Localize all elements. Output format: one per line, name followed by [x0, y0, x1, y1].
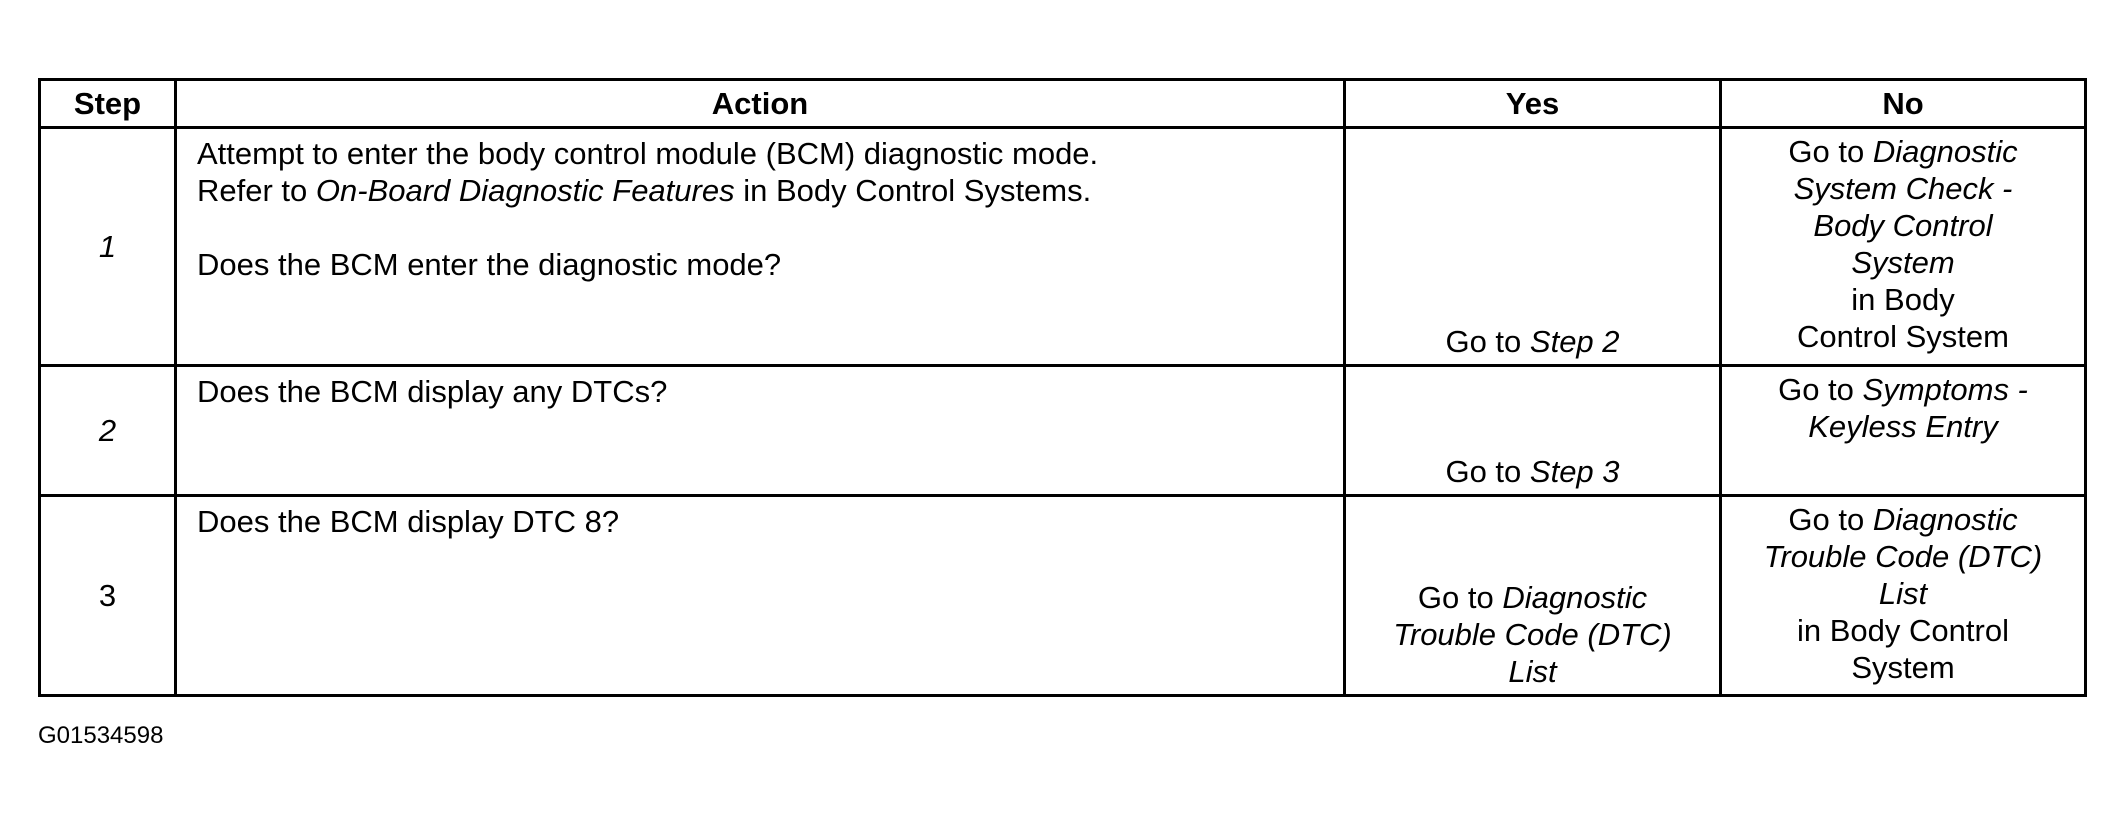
action-reference: Refer to On-Board Diagnostic Features in…: [197, 172, 1329, 209]
yes-cell: Go to Step 2: [1343, 126, 1722, 367]
no-text: System: [1851, 650, 1955, 685]
header-step: Step: [38, 78, 177, 129]
spacer: [197, 209, 1329, 246]
header-yes: Yes: [1343, 78, 1722, 129]
table-row: 3 Does the BCM display DTC 8? Go to Diag…: [38, 494, 2087, 697]
header-no: No: [1719, 78, 2087, 129]
yes-text: Go to: [1445, 454, 1530, 489]
no-line: Go to Diagnostic: [1726, 133, 2080, 170]
no-line: Go to Diagnostic: [1726, 501, 2080, 538]
no-link: Trouble Code (DTC): [1763, 539, 2043, 574]
no-text: in Body Control: [1797, 613, 2009, 648]
table-row: 1 Attempt to enter the body control modu…: [38, 126, 2087, 367]
no-cell: Go to Diagnostic Trouble Code (DTC) List…: [1719, 494, 2087, 697]
no-link: System Check -: [1793, 171, 2013, 206]
yes-link: Trouble Code (DTC): [1393, 617, 1672, 652]
no-text: Go to: [1788, 134, 1873, 169]
action-text-part: Refer to: [197, 173, 316, 208]
no-text: Go to: [1778, 372, 1863, 407]
step-number: 2: [98, 413, 117, 448]
yes-link: Diagnostic: [1502, 580, 1648, 615]
action-cell: Does the BCM display DTC 8?: [174, 494, 1346, 697]
no-link: Body Control: [1813, 208, 1993, 243]
no-text: Control System: [1797, 319, 2009, 354]
no-cell: Go to Symptoms - Keyless Entry: [1719, 364, 2087, 497]
no-link: System: [1851, 245, 1955, 280]
yes-text: Go to: [1417, 580, 1503, 615]
yes-link: List: [1508, 654, 1557, 689]
figure-id: G01534598: [38, 722, 164, 749]
no-link: Symptoms -: [1862, 372, 2028, 407]
action-question: Does the BCM display any DTCs?: [197, 374, 668, 409]
step-number-cell: 2: [38, 364, 177, 497]
no-link: Diagnostic: [1872, 134, 2018, 169]
yes-cell: Go to Diagnostic Trouble Code (DTC) List: [1343, 494, 1722, 697]
step-number: 1: [98, 229, 117, 264]
action-text: Attempt to enter the body control module…: [197, 136, 1099, 171]
no-text: in Body: [1851, 282, 1955, 317]
action-question: Does the BCM enter the diagnostic mode?: [197, 247, 782, 282]
action-text-part: in Body Control Systems.: [734, 173, 1092, 208]
no-line: Go to Symptoms -: [1726, 371, 2080, 408]
no-link: Diagnostic: [1872, 502, 2018, 537]
yes-line: Go to Diagnostic: [1350, 579, 1715, 616]
action-reference-title: On-Board Diagnostic Features: [315, 173, 735, 208]
action-cell: Attempt to enter the body control module…: [174, 126, 1346, 367]
yes-link: Step 3: [1529, 454, 1620, 489]
yes-link: Step 2: [1529, 324, 1620, 359]
no-link: Keyless Entry: [1808, 409, 1998, 444]
step-number-cell: 3: [38, 494, 177, 697]
step-number-cell: 1: [38, 126, 177, 367]
header-row: Step Action Yes No: [38, 78, 2087, 129]
table-row: 2 Does the BCM display any DTCs? Go to S…: [38, 364, 2087, 497]
step-number: 3: [98, 578, 117, 613]
yes-cell: Go to Step 3: [1343, 364, 1722, 497]
no-cell: Go to Diagnostic System Check - Body Con…: [1719, 126, 2087, 367]
action-cell: Does the BCM display any DTCs?: [174, 364, 1346, 497]
yes-text: Go to: [1445, 324, 1530, 359]
action-question: Does the BCM display DTC 8?: [197, 504, 620, 539]
header-action: Action: [174, 78, 1346, 129]
no-text: Go to: [1788, 502, 1873, 537]
diagnostic-table: Step Action Yes No 1 Attempt to enter th…: [38, 78, 2087, 697]
no-link: List: [1878, 576, 1928, 611]
